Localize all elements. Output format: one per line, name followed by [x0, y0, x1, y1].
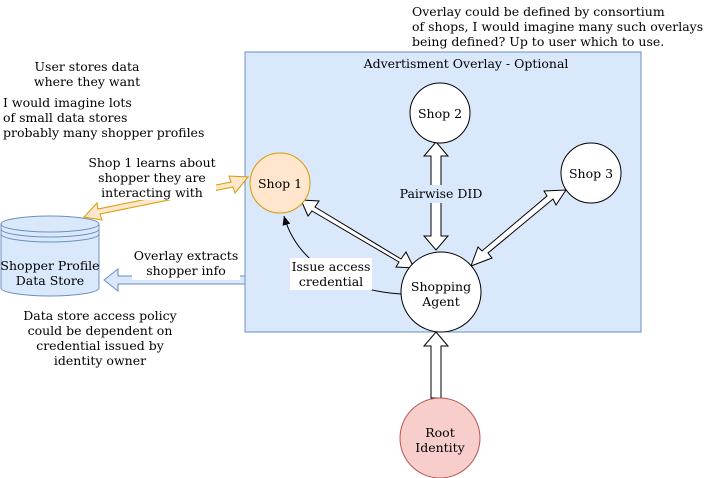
root-identity-label-2: Identity	[415, 440, 465, 455]
consortium-note: Overlay could be defined by consortium o…	[412, 4, 704, 49]
data-store-label-1: Shopper Profile	[0, 258, 99, 273]
shopping-agent-node	[400, 251, 482, 333]
shopping-agent-label-2: Agent	[421, 294, 460, 309]
shop3-node	[560, 142, 622, 204]
data-store-cylinder	[0, 215, 100, 297]
root-identity-node	[399, 397, 481, 478]
user-stores-note: User stores data where they want	[33, 59, 141, 89]
data-store-label-2: Data Store	[16, 273, 84, 288]
shop3-label: Shop 3	[569, 166, 613, 181]
issue-access-label-1: Issue access	[292, 259, 371, 274]
shop1-node	[249, 152, 311, 214]
arrow-root-agent	[422, 331, 450, 399]
shop1-label: Shop 1	[258, 176, 302, 191]
root-identity-label-1: Root	[425, 425, 455, 440]
small-stores-note: I would imagine lots of small data store…	[3, 95, 205, 140]
pairwise-did-label: Pairwise DID	[400, 186, 483, 201]
access-policy-note: Data store access policy could be depend…	[23, 308, 177, 368]
shop2-label: Shop 2	[418, 106, 462, 121]
overlay-extracts-label-1: Overlay extracts	[134, 248, 239, 263]
overlay-title: Advertisment Overlay - Optional	[363, 56, 569, 71]
shop2-node	[409, 82, 471, 144]
issue-access-label-2: credential	[299, 274, 363, 289]
overlay-extracts-label-2: shopper info	[146, 263, 226, 278]
shop1-learns-label-1: Shop 1 learns about	[88, 155, 215, 170]
shop1-learns-label-2: shopper they are	[98, 170, 206, 185]
shop1-learns-label-3: interacting with	[101, 185, 203, 200]
shopping-agent-label-1: Shopping	[411, 279, 471, 294]
